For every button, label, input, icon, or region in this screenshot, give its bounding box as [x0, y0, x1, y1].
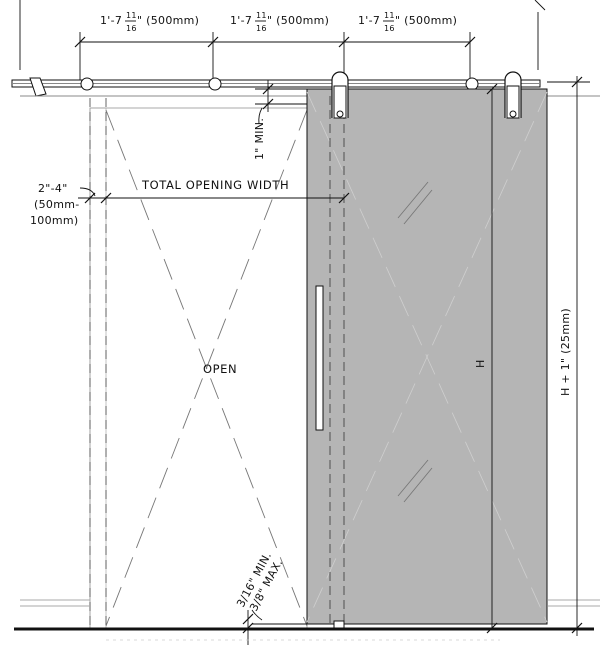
total-opening-width-label: TOTAL OPENING WIDTH — [141, 178, 289, 192]
side-offset-dimension: 2"-4" (50mm- 100mm) — [30, 182, 350, 227]
svg-text:" (500mm): " (500mm) — [137, 14, 199, 27]
top-dimension-label-3: 1'-7 11 16 " (500mm) — [358, 11, 457, 33]
svg-text:1'-7: 1'-7 — [100, 14, 122, 27]
svg-text:" (500mm): " (500mm) — [395, 14, 457, 27]
svg-text:2"-4": 2"-4" — [38, 182, 68, 195]
svg-text:100mm): 100mm) — [30, 214, 79, 227]
open-label: OPEN — [203, 362, 237, 376]
svg-text:11: 11 — [126, 11, 137, 20]
open-area-x-pattern — [105, 109, 308, 627]
height-plus-dimension: H + 1" (25mm) — [547, 76, 590, 636]
roller-hanger-right — [504, 71, 522, 119]
glass-door-panel — [306, 88, 548, 629]
wall-opening-frame — [20, 95, 600, 629]
door-handle — [315, 285, 324, 431]
svg-text:1'-7: 1'-7 — [358, 14, 380, 27]
svg-text:1'-7: 1'-7 — [230, 14, 252, 27]
svg-text:16: 16 — [126, 24, 137, 33]
svg-text:16: 16 — [256, 24, 267, 33]
roller-hanger-left — [331, 71, 349, 119]
svg-text:(50mm-: (50mm- — [34, 198, 80, 211]
min-clearance-dimension: 1" MIN. — [253, 80, 307, 160]
svg-text:H + 1" (25mm): H + 1" (25mm) — [559, 308, 572, 396]
top-dimension-label-2: 1'-7 11 16 " (500mm) — [230, 11, 329, 33]
svg-text:1" MIN.: 1" MIN. — [253, 118, 266, 160]
svg-text:H: H — [474, 359, 487, 368]
svg-text:" (500mm): " (500mm) — [267, 14, 329, 27]
top-dimension-string — [19, 0, 546, 82]
top-dimension-label-1: 1'-7 11 16 " (500mm) — [100, 11, 199, 33]
svg-text:11: 11 — [384, 11, 395, 20]
svg-text:11: 11 — [256, 11, 267, 20]
track-rail — [11, 77, 541, 97]
svg-text:16: 16 — [384, 24, 395, 33]
